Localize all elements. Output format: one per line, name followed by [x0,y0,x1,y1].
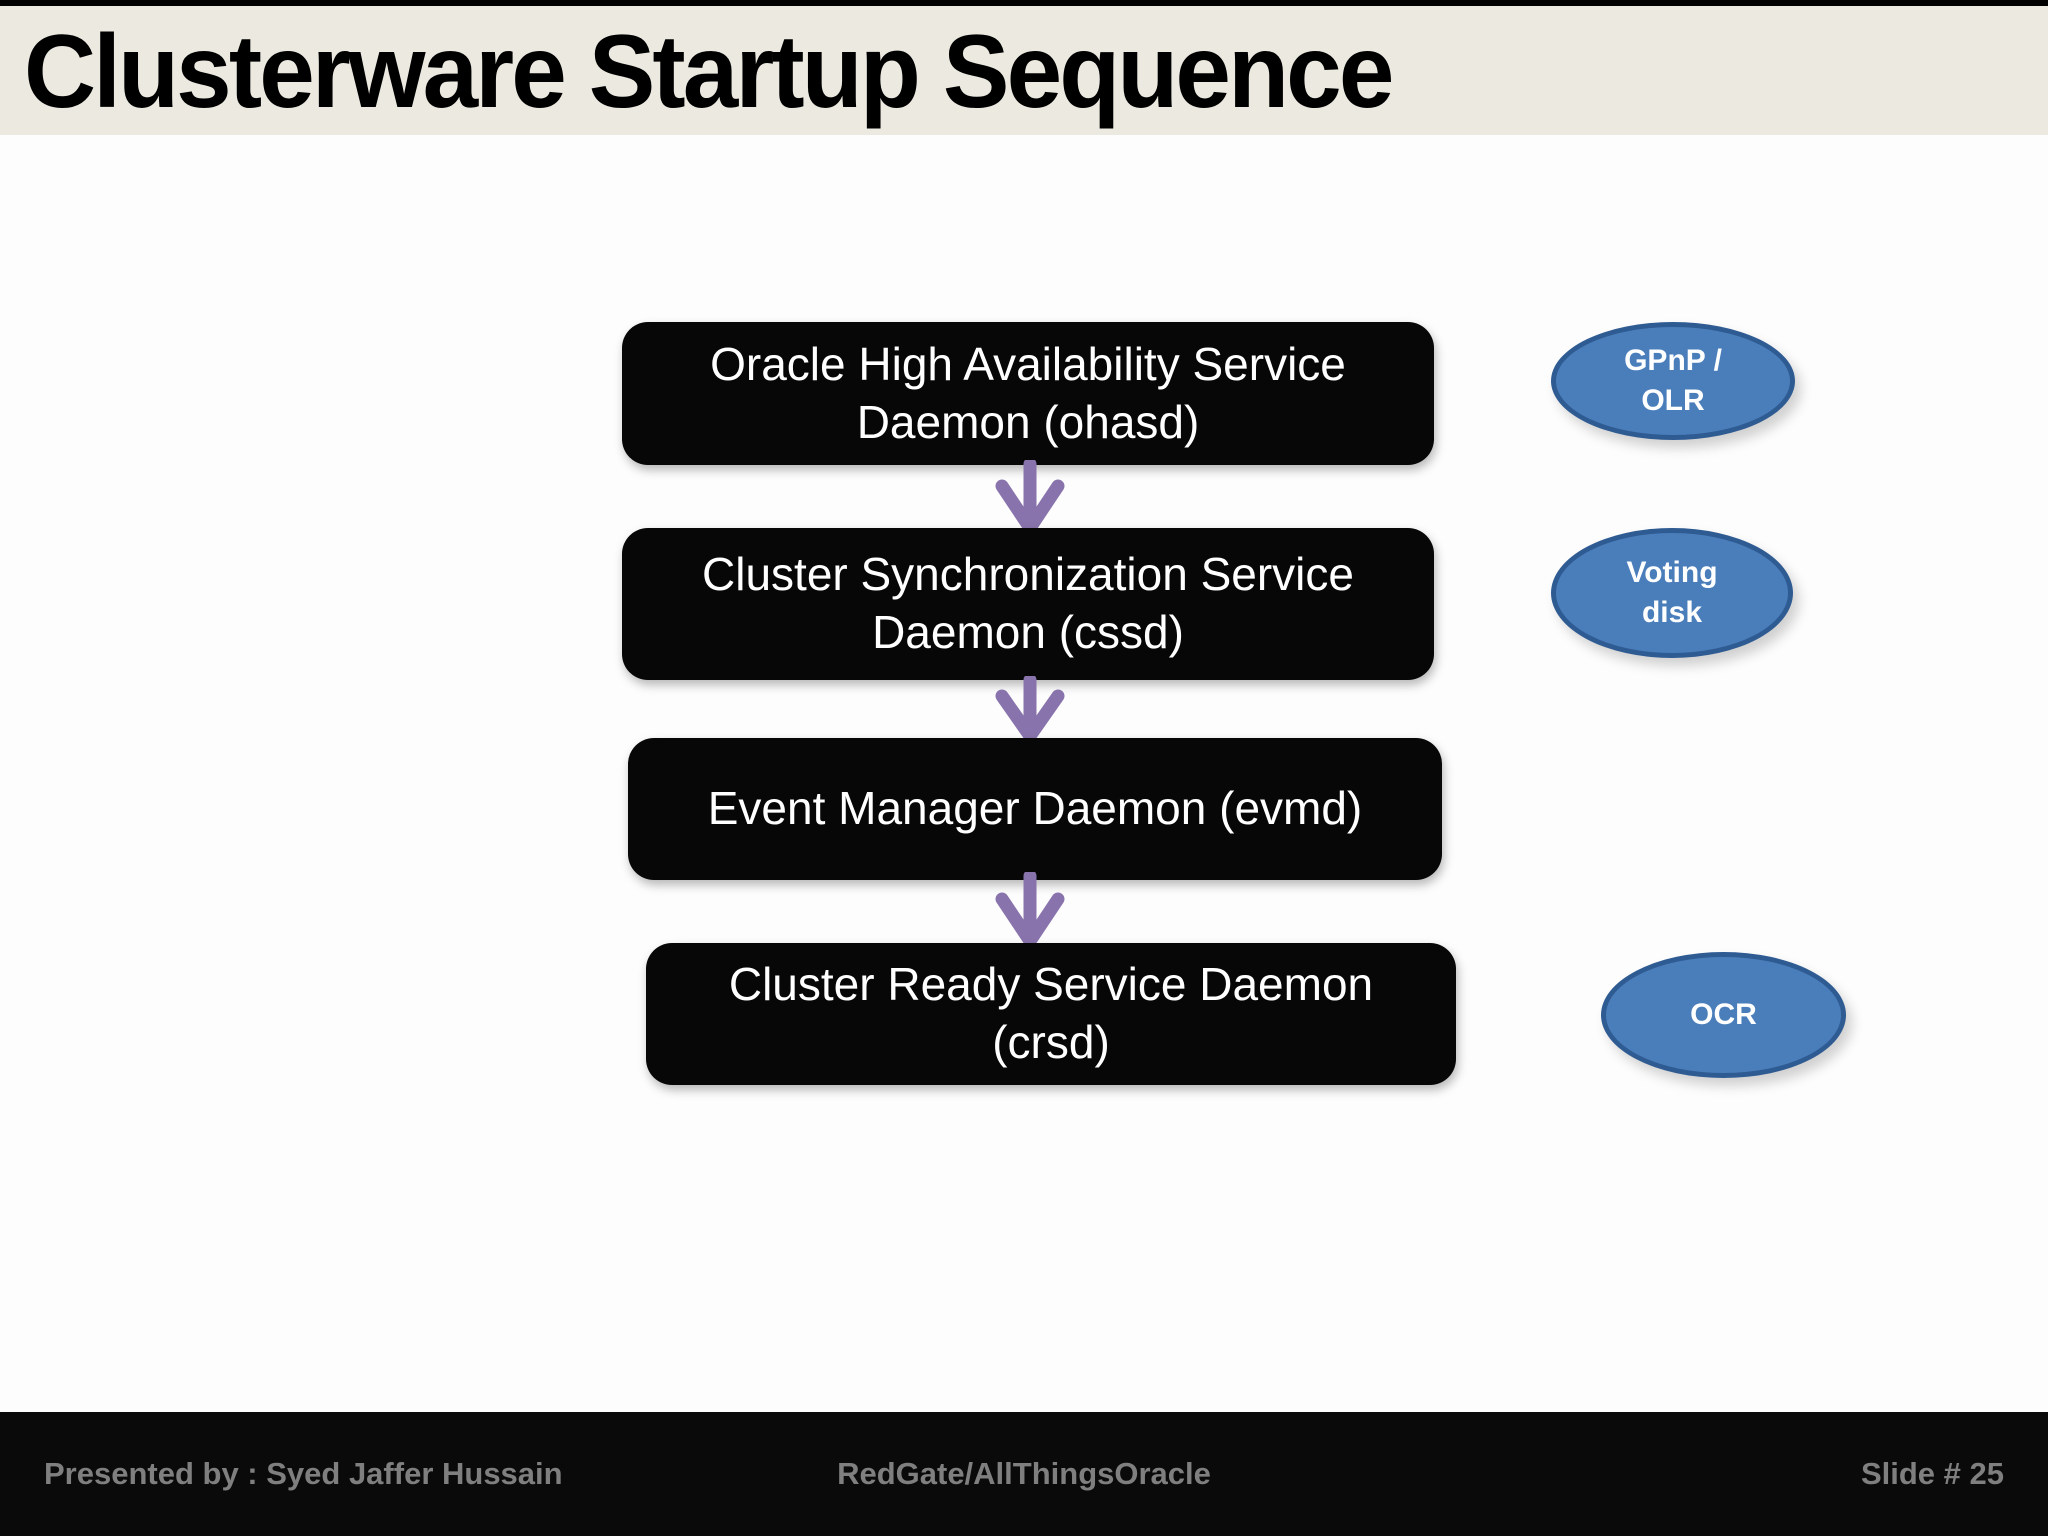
flow-arrow-icon [985,460,1075,534]
box-crsd-label: Cluster Ready Service Daemon (crsd) [728,958,1374,1068]
ellipse-voting-disk: Voting disk [1551,528,1793,658]
box-crsd: Cluster Ready Service Daemon (crsd) [646,943,1456,1085]
footer-presenter: Presented by : Syed Jaffer Hussain [44,1456,563,1491]
ellipse-gpnp-olr-label: GPnP / OLR [1624,343,1722,418]
box-ohasd: Oracle High Availability Service Daemon … [622,322,1434,465]
ellipse-ocr-label: OCR [1690,997,1757,1031]
box-cssd: Cluster Synchronization Service Daemon (… [622,528,1434,680]
footer-bar: Presented by : Syed Jaffer Hussain RedGa… [0,1412,2048,1536]
box-ohasd-label: Oracle High Availability Service Daemon … [710,337,1346,448]
slide-title: Clusterware Startup Sequence [24,14,1394,130]
ellipse-gpnp-olr: GPnP / OLR [1551,322,1795,440]
box-evmd: Event Manager Daemon (evmd) [628,738,1442,880]
flow-arrow-icon [985,872,1075,947]
title-band: Clusterware Startup Sequence [0,0,2048,135]
footer-site: RedGate/AllThingsOracle [837,1456,1211,1491]
ellipse-voting-disk-label: Voting disk [1626,555,1718,630]
ellipse-ocr: OCR [1601,952,1846,1078]
flow-arrow-icon [985,676,1075,742]
box-evmd-label: Event Manager Daemon (evmd) [707,782,1363,835]
footer-slide-number: Slide # 25 [1860,1456,2004,1491]
box-cssd-label: Cluster Synchronization Service Daemon (… [702,548,1354,658]
